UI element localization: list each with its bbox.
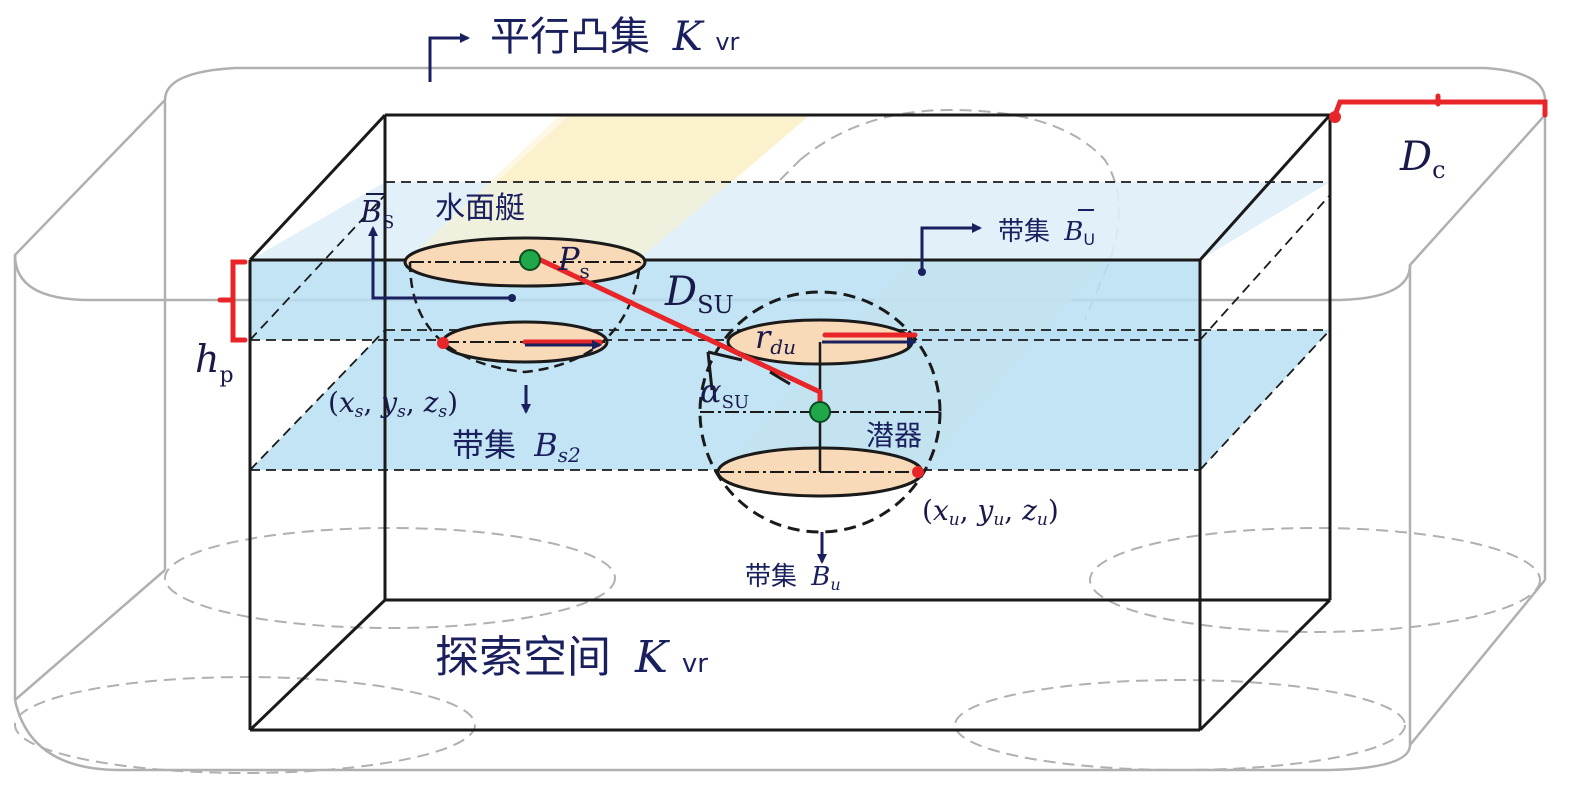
dsu-label: DSU: [664, 269, 734, 319]
coord-s-label: (xs, ys, zs): [328, 386, 458, 422]
ps-label: Ps: [557, 240, 590, 283]
parallel-set-label: 平行凸集 K vr: [490, 14, 740, 60]
band-bu-label: 带集 Bu: [745, 562, 841, 594]
submarine-label: 潜器: [866, 419, 922, 452]
surface-vessel-node: [519, 249, 541, 271]
band-bs2-label: 带集 Bs2: [452, 426, 581, 467]
band-bs-bar-label: BS: [359, 195, 394, 233]
dc-label: Dc: [1399, 134, 1446, 184]
band-bu-bar-label: 带集 BU: [998, 217, 1095, 249]
rdu-label: rdu: [755, 318, 796, 359]
alpha-label: αSU: [700, 372, 749, 413]
angle-marker: [706, 350, 791, 391]
submarine-sphere: [698, 290, 942, 534]
surface-vessel-label: 水面艇: [435, 191, 525, 226]
navy-dots: [508, 268, 926, 302]
submarine-node: [809, 401, 831, 423]
outer-dashed-cylinders: [14, 108, 1541, 774]
outer-parallel-set: [13, 66, 1547, 772]
search-space-label: 探索空间 K vr: [435, 632, 708, 683]
hp-label: hp: [195, 337, 234, 388]
red-points: [437, 111, 1341, 478]
coord-u-label: (xu, yu, zu): [922, 494, 1059, 530]
navy-arrows: [368, 33, 982, 564]
